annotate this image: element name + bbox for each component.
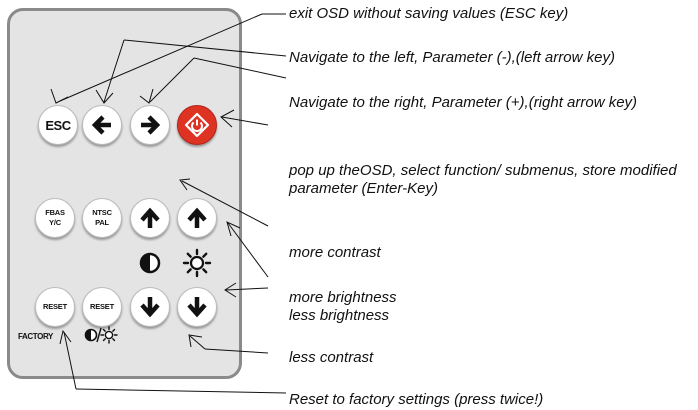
brightness-up-button[interactable] — [177, 198, 217, 238]
enter-button[interactable] — [177, 105, 217, 145]
annotation-esc: exit OSD without saving values (ESC key) — [289, 5, 569, 22]
fbas-label-top: FBAS — [45, 208, 65, 217]
right-arrow-button[interactable] — [130, 105, 170, 145]
contrast-up-button[interactable] — [130, 198, 170, 238]
reset-label-1: RESET — [42, 302, 67, 311]
fbas-label-bottom: Y/C — [49, 218, 61, 227]
annotation-less-contrast: less contrast — [289, 349, 374, 366]
contrast-down-button[interactable] — [130, 287, 170, 327]
contrast-icon — [138, 251, 162, 275]
down-arrow-icon — [187, 297, 207, 318]
ntsc-pal-button[interactable]: NTSC PAL — [82, 198, 122, 238]
brightness-down-button[interactable] — [177, 287, 217, 327]
left-arrow-button[interactable] — [82, 105, 122, 145]
contrast-brightness-icon — [84, 325, 118, 345]
up-arrow-icon — [140, 207, 160, 228]
leader-enter — [220, 109, 269, 128]
esc-button-label: ESC — [45, 117, 71, 133]
reset-button-1[interactable]: RESET — [35, 287, 75, 327]
annotation-left: Navigate to the left, Parameter (-),(lef… — [289, 49, 615, 66]
annotation-reset: Reset to factory settings (press twice!) — [289, 391, 544, 408]
leader-less-brightness — [224, 282, 269, 298]
leader-more-contrast — [179, 178, 269, 227]
brightness-icon — [182, 248, 212, 278]
down-arrow-icon — [140, 297, 160, 318]
left-arrow-icon — [91, 115, 111, 135]
fbas-yc-button[interactable]: FBAS Y/C — [35, 198, 75, 238]
ntsc-label-top: NTSC — [92, 208, 112, 217]
leader-right — [139, 57, 287, 104]
leader-esc — [50, 13, 286, 104]
annotation-right: Navigate to the right, Parameter (+),(ri… — [289, 94, 638, 111]
power-diamond-icon — [184, 112, 210, 138]
reset-button-2[interactable]: RESET — [82, 287, 122, 327]
annotation-enter: pop up theOSD, select function/ submenus… — [289, 162, 677, 197]
annotation-more-brightness: more brightness — [289, 289, 397, 306]
annotation-more-contrast: more contrast — [289, 244, 381, 261]
leader-left — [95, 39, 287, 104]
up-arrow-icon — [187, 207, 207, 228]
annotation-less-brightness: less brightness — [289, 307, 390, 324]
ntsc-label-bottom: PAL — [95, 218, 109, 227]
leader-less-contrast — [188, 334, 269, 354]
right-arrow-icon — [141, 115, 161, 135]
reset-label-2: RESET — [89, 302, 114, 311]
factory-caption: FACTORY — [18, 332, 53, 341]
esc-button[interactable]: ESC — [38, 105, 78, 145]
leader-reset — [59, 329, 287, 394]
leader-more-brightness — [226, 221, 269, 278]
